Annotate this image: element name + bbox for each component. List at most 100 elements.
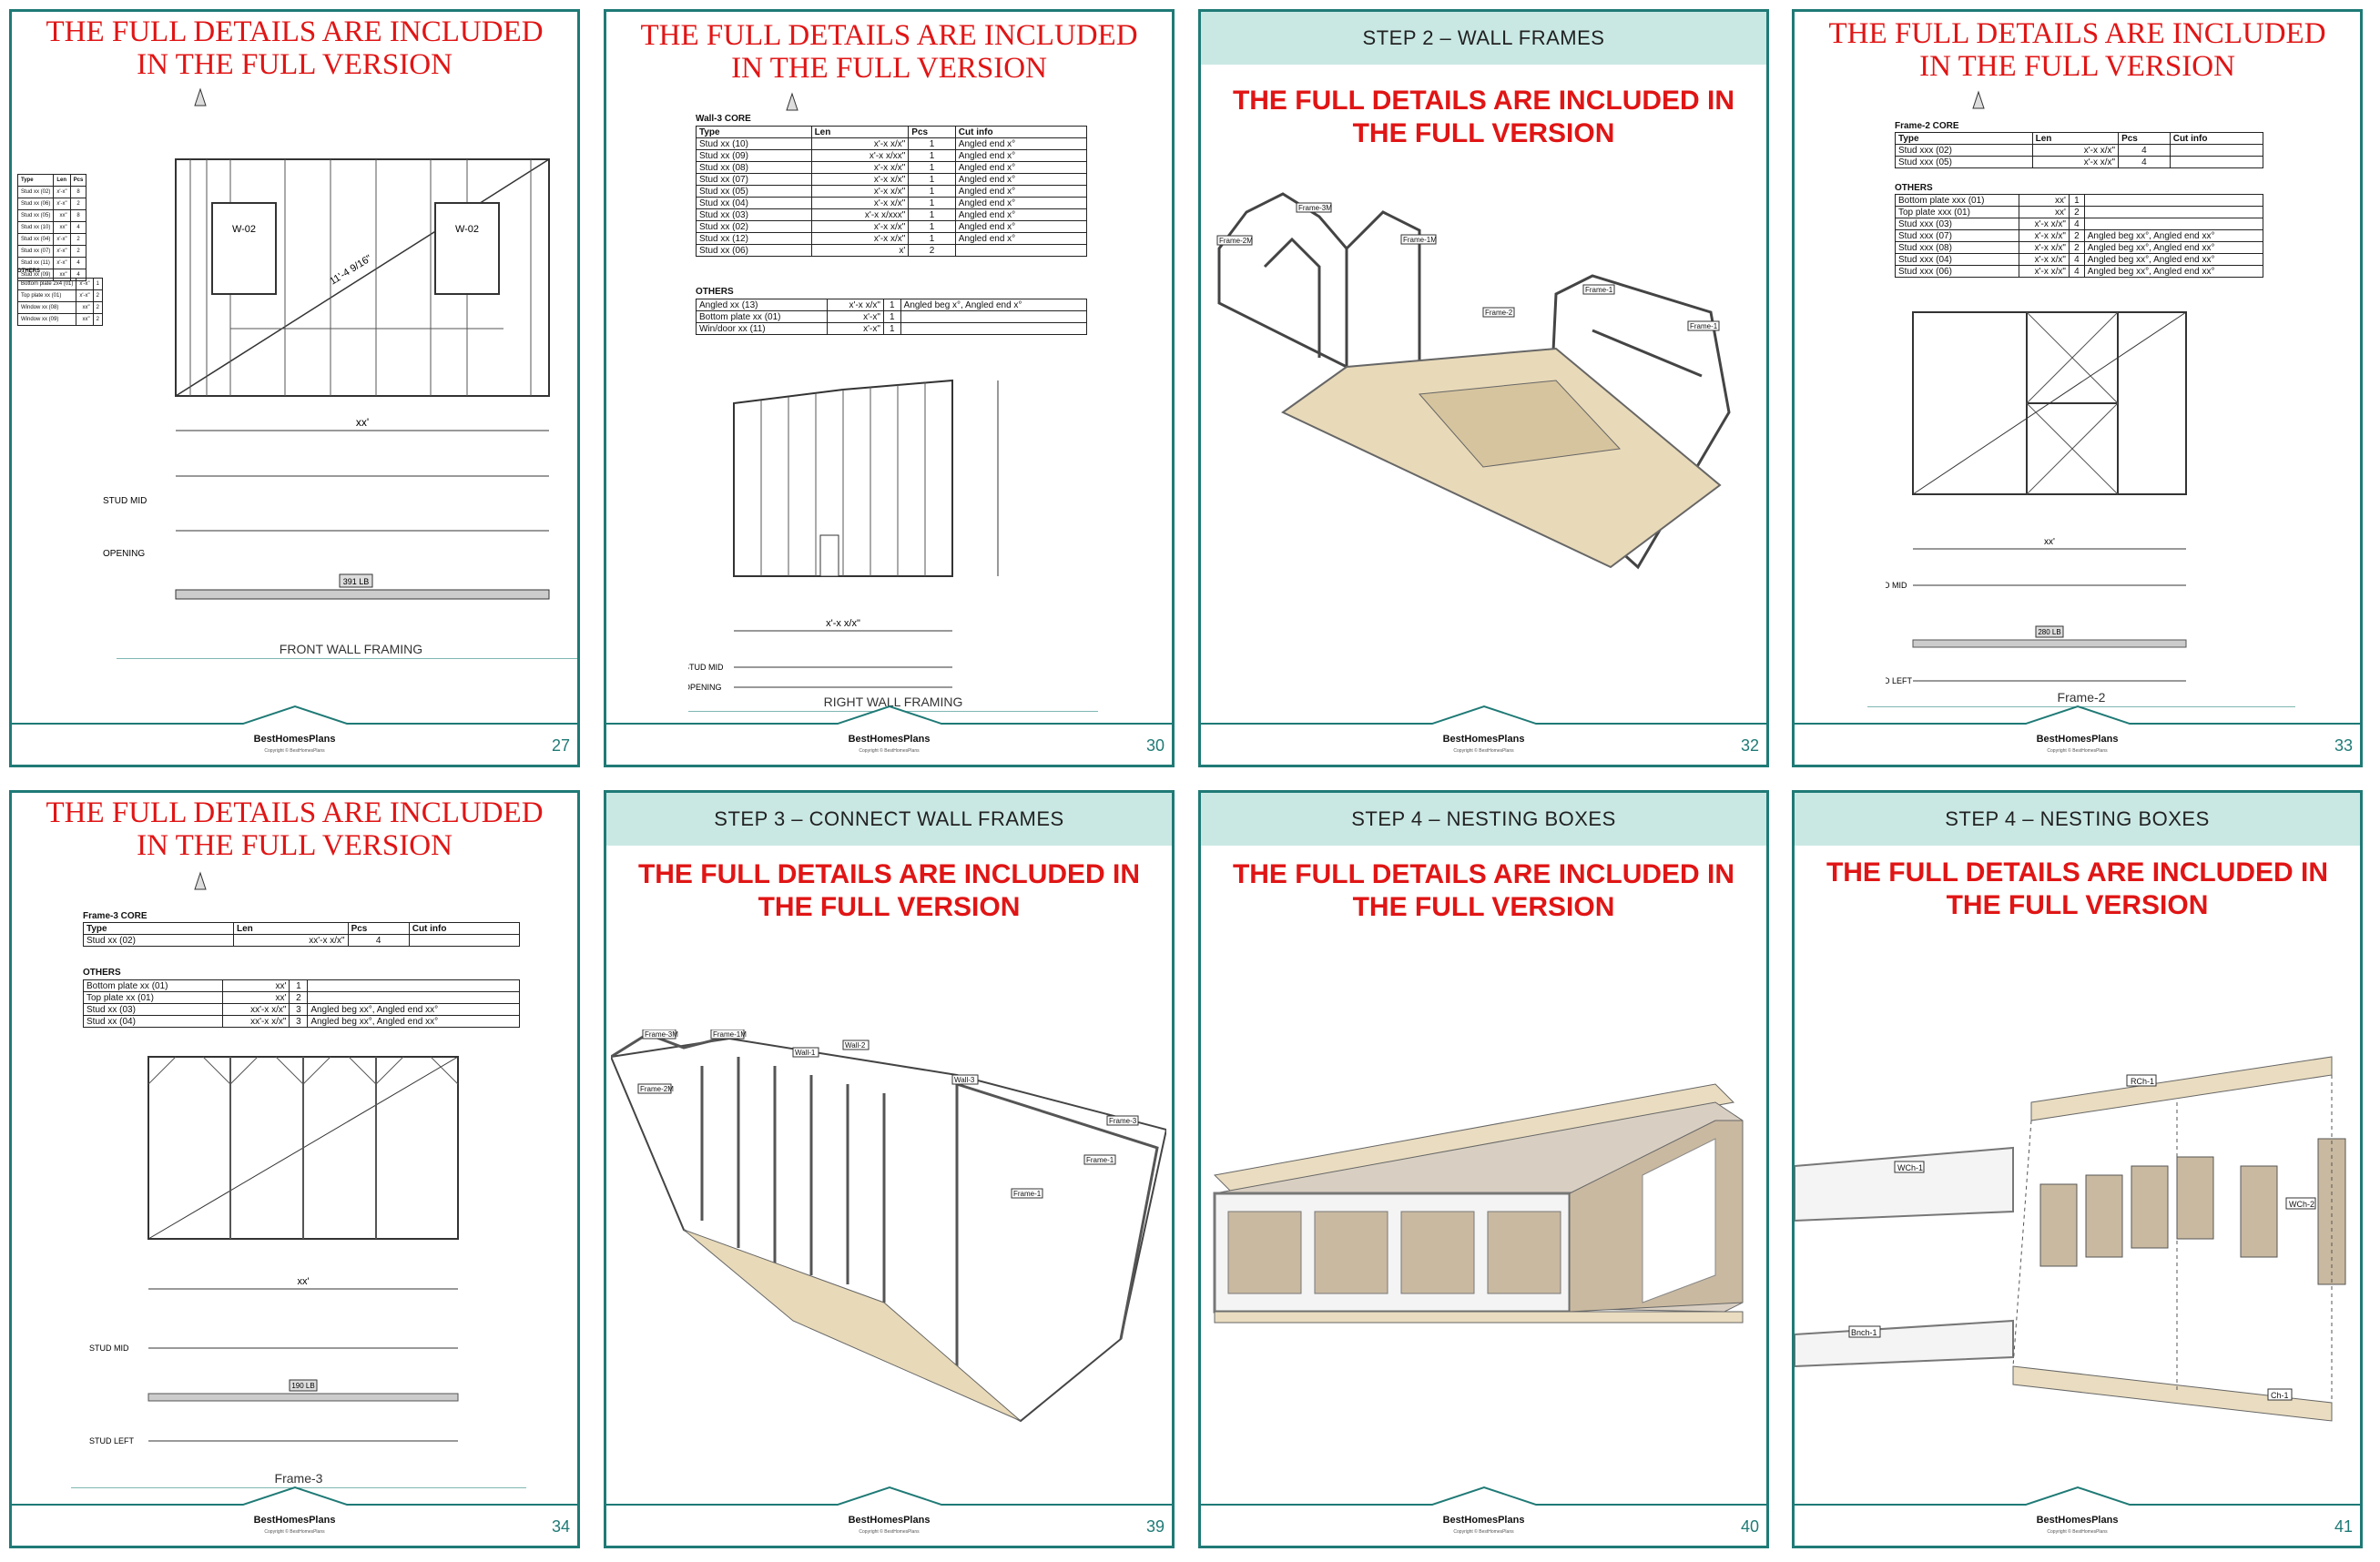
table-cell: x'-x x/x": [810, 232, 910, 245]
table-cell: Stud xx (02): [83, 934, 234, 947]
table-cell: x'-x x/x": [2018, 229, 2070, 242]
others-title: OTHERS: [696, 287, 734, 297]
page-39: STEP 3 – CONNECT WALL FRAMES THE FULL DE…: [604, 790, 1175, 1548]
table-row: Stud xx (06)x'2: [696, 244, 1088, 257]
table-cell: x'-x": [53, 186, 71, 198]
table-cell: 2: [2068, 241, 2085, 254]
table-cell: 8: [69, 186, 87, 198]
wall-label: Wall-2: [845, 1041, 866, 1050]
table-row: Top plate xx (01)xx'2: [83, 991, 520, 1004]
copyright: Copyright © BestHomesPlans: [264, 748, 325, 754]
table-cell: [900, 322, 1088, 335]
table-cell: Stud xxx (08): [1895, 241, 2019, 254]
nesting-boxes-3d-drawing: [1213, 1083, 1744, 1324]
table-row: Stud xx (02)x'-x"8: [16, 186, 87, 198]
table-cell: xx': [2018, 206, 2070, 218]
table-cell: xx'-x x/x": [221, 1003, 290, 1016]
table-cell: x'-x x/x": [810, 137, 910, 150]
connect-wall-frames-3d-drawing: Frame-3M Frame-1M Frame-2M Wall-1 Wall-2…: [611, 1030, 1166, 1423]
table-cell: xx": [76, 301, 94, 314]
table-cell: Stud xx (08): [696, 161, 812, 174]
stud-mid-label: STUD MID: [103, 496, 147, 506]
table-cell: 4: [2118, 144, 2171, 157]
frame-label: Frame-2: [1485, 309, 1513, 317]
frame-label: Frame-1: [1086, 1156, 1114, 1164]
table-cell: Stud xx (06): [696, 244, 812, 257]
page-number: 40: [1740, 1517, 1759, 1536]
page-number: 34: [551, 1517, 570, 1536]
window-label: W-02: [455, 224, 479, 235]
table-cell: 1: [908, 137, 956, 150]
table-cell: Bottom plate xxx (01): [1895, 194, 2019, 207]
frame-label: Frame-2M: [640, 1085, 674, 1093]
page-number: 33: [2334, 736, 2353, 755]
footer-chevron-icon: [239, 705, 350, 725]
table-cell: Stud xxx (03): [1895, 218, 2019, 230]
table-cell: Stud xx (10): [696, 137, 812, 150]
brand-name: BestHomesPlans: [253, 1515, 336, 1526]
table-cell: x'-x": [53, 245, 71, 258]
footer-chevron-icon: [834, 705, 944, 725]
core-title: Frame-3 CORE: [83, 911, 147, 921]
table-cell: Top plate xx (01): [16, 289, 77, 302]
table-cell: x'-x x/x": [810, 185, 910, 198]
table-cell: Stud xx (07): [16, 245, 55, 258]
page-number: 41: [2334, 1517, 2353, 1536]
table-cell: x'-x x/x": [2018, 241, 2070, 254]
frame-label: Frame-3M: [645, 1030, 678, 1039]
dim-width: xx': [2044, 537, 2055, 547]
table-cell: Angled end x°: [954, 137, 1088, 150]
stud-mid-label: STUD MID: [89, 1344, 129, 1353]
frame-label: Frame-1M: [1403, 236, 1437, 244]
table-cell: Bottom plate xx (01): [83, 979, 223, 992]
opening-label: OPENING: [103, 549, 145, 559]
table-cell: Stud xx (02): [696, 220, 812, 233]
table-cell: 3: [289, 1003, 309, 1016]
footer-chevron-icon: [1429, 705, 1539, 725]
frame-3-drawing: xx' STUD MID 190 LB STUD LEFT: [89, 1056, 459, 1445]
table-row: Bottom plate 2x4 (01)x'-x"1: [16, 278, 104, 290]
step-header: STEP 3 – CONNECT WALL FRAMES: [606, 793, 1172, 846]
table-cell: 2: [2068, 229, 2085, 242]
table-cell: 1: [908, 185, 956, 198]
page-32: STEP 2 – WALL FRAMES THE FULL DETAILS AR…: [1198, 9, 1769, 767]
table-cell: x'-x": [76, 289, 94, 302]
table-cell: x'-x x/x": [2018, 218, 2070, 230]
page-number: 27: [551, 736, 570, 755]
table-cell: xx": [53, 221, 71, 234]
table-row: Stud xxx (02)x'-x x/x"4: [1895, 144, 2264, 157]
table-cell: x'-x x/x": [827, 299, 884, 311]
stud-left-label: STUD LEFT: [1886, 676, 1913, 685]
table-cell: [408, 934, 521, 947]
page-41: STEP 4 – NESTING BOXES THE FULL DETAILS …: [1792, 790, 2363, 1548]
table-cell: 1: [908, 208, 956, 221]
table-row: Top plate xx (01)x'-x"2: [16, 289, 104, 302]
footer-chevron-icon: [2022, 705, 2132, 725]
table-cell: 2: [92, 313, 104, 326]
page-27: THE FULL DETAILS ARE INCLUDED IN THE FUL…: [9, 9, 580, 767]
table-cell: 1: [92, 278, 104, 290]
notice: THE FULL DETAILS ARE INCLUDED IN THE FUL…: [640, 19, 1138, 85]
table-cell: 2: [2068, 206, 2085, 218]
table-cell: Stud xx (06): [16, 198, 55, 210]
table-cell: Stud xxx (07): [1895, 229, 2019, 242]
part-label: RCh-1: [2131, 1077, 2154, 1086]
table-cell: 2: [69, 245, 87, 258]
table-cell: Stud xxx (05): [1895, 156, 2033, 168]
part-label: WCh-2: [2289, 1200, 2314, 1209]
table-cell: xx': [221, 979, 290, 992]
table-cell: Angled end x°: [954, 208, 1088, 221]
table-cell: x': [810, 244, 910, 257]
table-cell: xx': [2018, 194, 2070, 207]
